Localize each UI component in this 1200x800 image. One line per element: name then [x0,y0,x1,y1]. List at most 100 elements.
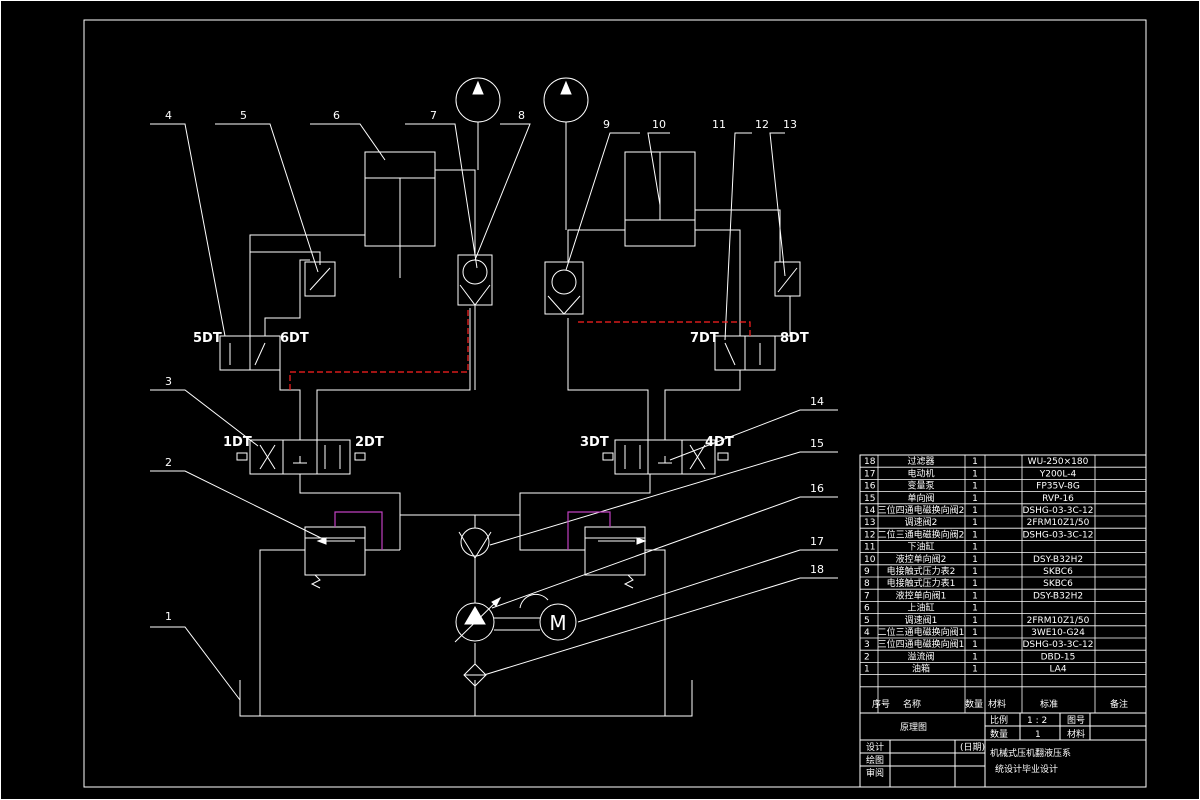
bom-cell-name: 调速阀2 [905,517,938,528]
bom-cell-no: 16 [864,482,876,492]
callout-1: 1 [165,610,172,623]
bom-row: 6 上油缸 1 [864,602,978,614]
pilot-check-7 [457,254,493,306]
bom-cell-qty: 1 [972,591,978,601]
bom-cell-name: 变量泵 [907,480,934,492]
callout-10: 10 [652,118,666,131]
bom-cell-spec: WU-250×180 [1028,457,1089,467]
callout-12: 12 [755,118,769,131]
bom-cell-qty: 1 [972,555,978,565]
bom-cell-qty: 1 [972,506,978,516]
bom-cell-name: 电接触式压力表1 [887,577,956,589]
callout-7: 7 [430,109,437,122]
callout-14: 14 [810,395,824,408]
bom-cell-spec: 3WE10-G24 [1031,628,1085,638]
callout-2: 2 [165,456,172,469]
relief-valve-right [584,526,646,576]
design-label: 设计 [866,741,884,753]
bom-cell-name: 三位四通电磁换向阀1 [878,638,965,650]
project-line-2: 统设计毕业设计 [995,763,1058,775]
schematic-lines [150,77,838,717]
bom-cell-name: 下油缸 [907,541,934,553]
callout-17: 17 [810,535,824,548]
bom-cell-no: 14 [864,506,876,516]
drawing-name: 原理图 [900,722,927,733]
motor-label: M [549,611,566,635]
bom-header-no: 序号 [872,698,890,710]
flow-valve-13 [774,261,801,297]
bom-cell-no: 7 [864,591,870,601]
relief2-tank-line [645,549,666,716]
bom-cell-no: 2 [864,652,870,662]
callout-16: 16 [810,482,824,495]
qty-label: 数量 [990,728,1008,740]
inner-frame [83,19,1147,788]
callout-6: 6 [333,109,340,122]
bom-cell-name: 液控单向阀2 [896,553,947,565]
bom-cell-name: 电接触式压力表2 [887,565,956,577]
callout-numbers: 1 2 3 4 5 6 7 8 9 10 11 12 13 14 15 16 1… [165,109,824,623]
bom-cell-name: 油箱 [912,663,930,675]
bom-cell-no: 1 [864,665,870,675]
bom-cell-no: 5 [864,616,870,626]
callout-9: 9 [603,118,610,131]
bom-cell-no: 9 [864,567,870,577]
bom-cell-name: 溢流阀 [907,650,934,662]
drawing-no-label: 图号 [1067,715,1085,726]
bom-header-standard: 标准 [1040,698,1058,710]
bom-cell-no: 17 [864,469,875,479]
solenoid-1dt: 1DT [223,435,252,450]
bom-cell-name: 上油缸 [907,602,934,614]
bom-header-material: 材料 [988,698,1006,710]
bom-cell-qty: 1 [972,628,978,638]
bom-cell-spec: 2FRM10Z1/50 [1027,616,1090,626]
bom-cell-no: 8 [864,579,870,589]
bom-header-name: 名称 [903,698,921,710]
bom-cell-spec: LA4 [1049,665,1066,675]
bom-cell-qty: 1 [972,604,978,614]
callout-18: 18 [810,563,824,576]
scale-value: 1 : 2 [1027,716,1047,726]
solenoid-5dt: 5DT [193,331,222,346]
bom-cell-qty: 1 [972,640,978,650]
callout-8: 8 [518,109,525,122]
bom-cell-no: 6 [864,604,870,614]
bom-cell-qty: 1 [972,579,978,589]
motor-17 [539,603,577,641]
callout-3: 3 [165,375,172,388]
bom-cell-name: 单向阀 [907,492,934,504]
relief-tank-line [259,549,305,716]
bom-cell-qty: 1 [972,567,978,577]
solenoid-6dt: 6DT [280,331,309,346]
review-label: 审阅 [866,767,884,779]
bom-cell-qty: 1 [972,652,978,662]
project-line-1: 机械式压机翻液压系 [990,747,1071,759]
bom-cell-qty: 1 [972,518,978,528]
drain-lines [334,511,611,550]
title-block: 原理图 比例 1 : 2 数量 1 图号 材料 设计 绘图 审阅 (日期) 机械… [859,712,1147,788]
bom-cell-qty: 1 [972,494,978,504]
bom-cell-no: 10 [864,555,876,565]
solenoid-4dt: 4DT [705,435,734,450]
bom-cell-qty: 1 [972,457,978,467]
bom-cell-qty: 1 [972,616,978,626]
bom-cell-spec: FP35V-8G [1036,482,1080,492]
bom-cell-no: 11 [864,543,875,553]
callout-5: 5 [240,109,247,122]
solenoid-7dt: 7DT [690,331,719,346]
bom-cell-qty: 1 [972,469,978,479]
callout-4: 4 [165,109,172,122]
